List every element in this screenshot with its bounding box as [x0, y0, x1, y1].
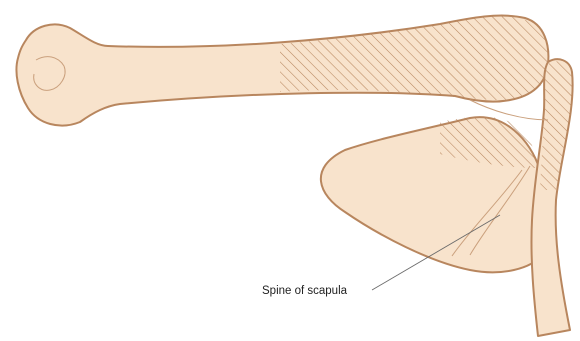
spine-of-scapula-label: Spine of scapula: [262, 285, 348, 297]
